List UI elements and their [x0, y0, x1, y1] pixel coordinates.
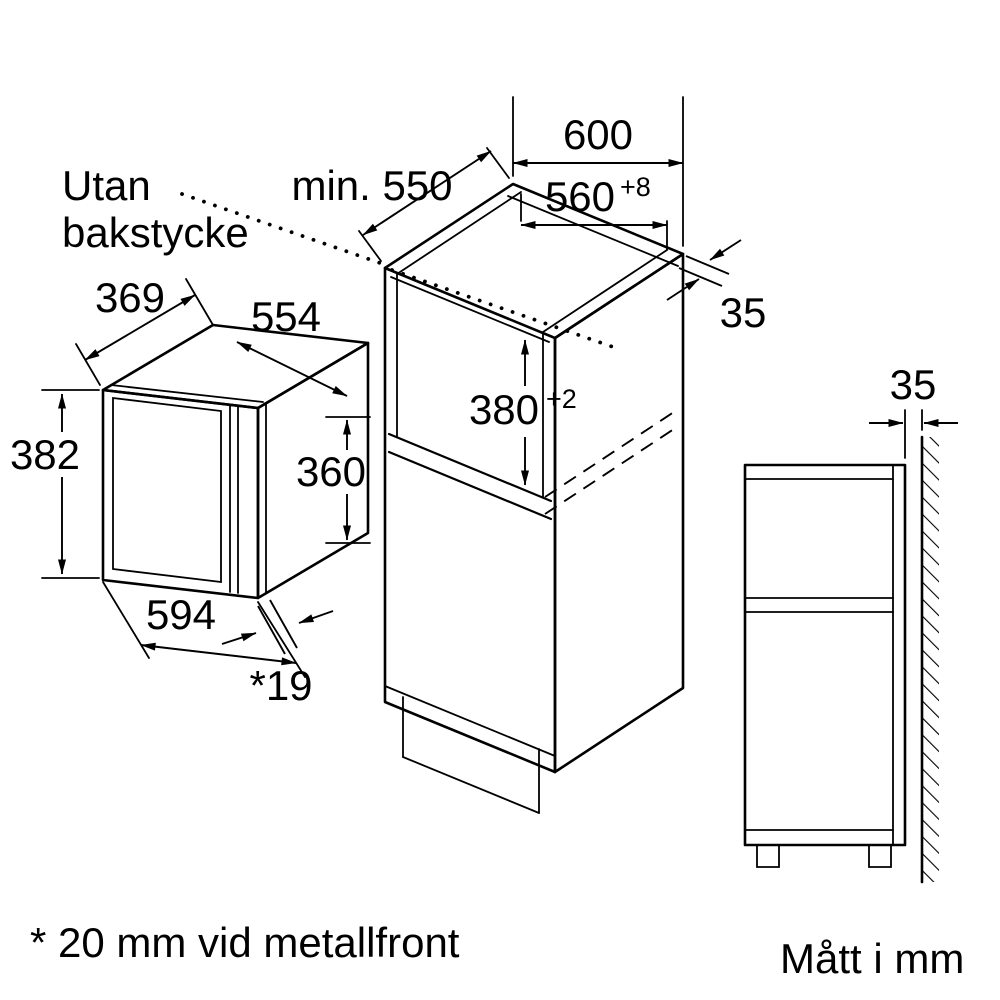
callout: Utan bakstycke	[62, 162, 618, 350]
dim-appliance-height: 382	[10, 431, 80, 478]
dim-wall-clearance: 35	[890, 361, 937, 408]
cabinet-dimensions: 600 560 +8 min. 550 380 +2 35	[291, 96, 767, 486]
dim-appliance-frame-offset: *19	[249, 662, 312, 709]
microwave-dimensions: 369 554 382 360 594 *19	[10, 274, 371, 709]
cabinet-drawing	[383, 182, 685, 814]
callout-line1: Utan	[62, 162, 151, 209]
callout-line2: bakstycke	[62, 209, 249, 256]
side-view-dimensions: 35	[869, 361, 958, 459]
dim-cabinet-min-depth: min. 550	[291, 162, 452, 209]
dim-appliance-depth: 369	[95, 274, 165, 321]
side-view-drawing	[743, 435, 939, 884]
units-note-text: Mått i mm	[780, 935, 964, 982]
callout-leader-dots	[180, 192, 618, 350]
footnote-text: * 20 mm vid metallfront	[30, 919, 460, 966]
dim-cabinet-back-clearance: 35	[720, 289, 767, 336]
dim-niche-width: 560	[545, 173, 615, 220]
wall-hatching	[923, 437, 939, 882]
dim-appliance-width: 594	[146, 591, 216, 638]
dim-niche-width-tolerance: +8	[620, 172, 651, 202]
dim-niche-height: 380	[469, 386, 539, 433]
dim-cabinet-top-width: 600	[563, 111, 633, 158]
dim-appliance-body-height: 360	[296, 448, 366, 495]
dim-appliance-body-width: 554	[251, 293, 321, 340]
dim-niche-height-tolerance: +2	[546, 384, 577, 414]
